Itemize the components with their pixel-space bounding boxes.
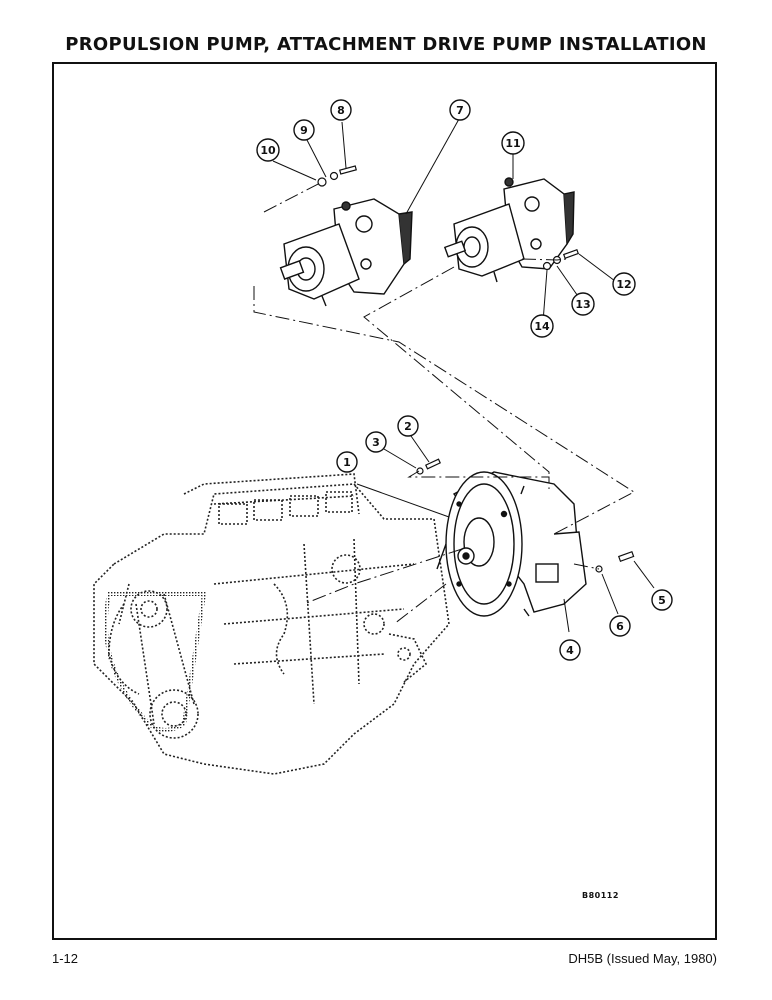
callout-8: 8 (330, 99, 352, 121)
svg-text:11: 11 (505, 137, 520, 150)
exploded-parts-diagram: 1 2 3 4 5 6 7 8 9 10 11 12 13 14 (93, 99, 673, 775)
svg-text:3: 3 (372, 436, 380, 449)
svg-text:1: 1 (343, 456, 351, 469)
leader-lines (272, 118, 655, 633)
svg-text:5: 5 (658, 594, 666, 607)
svg-text:4: 4 (566, 644, 574, 657)
page-number: 1-12 (52, 951, 79, 966)
page-title: PROPULSION PUMP, ATTACHMENT DRIVE PUMP I… (65, 34, 707, 55)
svg-text:13: 13 (575, 298, 590, 311)
svg-text:6: 6 (616, 620, 624, 633)
callout-6: 6 (609, 615, 631, 637)
callouts: 1 2 3 4 5 6 7 8 9 10 11 12 13 14 (256, 99, 673, 661)
svg-text:8: 8 (337, 104, 345, 117)
callout-1: 1 (336, 451, 358, 473)
figure-number: B80112 (582, 891, 619, 900)
drive-gearbox (436, 471, 587, 617)
svg-text:9: 9 (300, 124, 308, 137)
callout-2: 2 (397, 415, 419, 437)
svg-text:10: 10 (260, 144, 276, 157)
document-id: DH5B (Issued May, 1980) (568, 951, 717, 966)
callout-9: 9 (293, 119, 315, 141)
svg-text:7: 7 (456, 104, 464, 117)
callout-14: 14 (530, 314, 554, 338)
alignment-lines (253, 181, 635, 625)
callout-3: 3 (365, 431, 387, 453)
callout-4: 4 (559, 639, 581, 661)
callout-13: 13 (571, 292, 595, 316)
callout-10: 10 (256, 138, 280, 162)
callout-12: 12 (612, 272, 636, 296)
attachment-drive-pump (443, 177, 575, 283)
illustration-frame: 1 2 3 4 5 6 7 8 9 10 11 12 13 14 B80112 (52, 62, 717, 940)
svg-text:12: 12 (616, 278, 631, 291)
hardware (317, 165, 635, 573)
svg-text:2: 2 (404, 420, 412, 433)
propulsion-pump (279, 198, 413, 307)
callout-11: 11 (501, 131, 525, 155)
callout-7: 7 (449, 99, 471, 121)
engine-outline (93, 473, 450, 775)
drive-belt (103, 592, 207, 732)
callout-5: 5 (651, 589, 673, 611)
svg-text:14: 14 (534, 320, 550, 333)
